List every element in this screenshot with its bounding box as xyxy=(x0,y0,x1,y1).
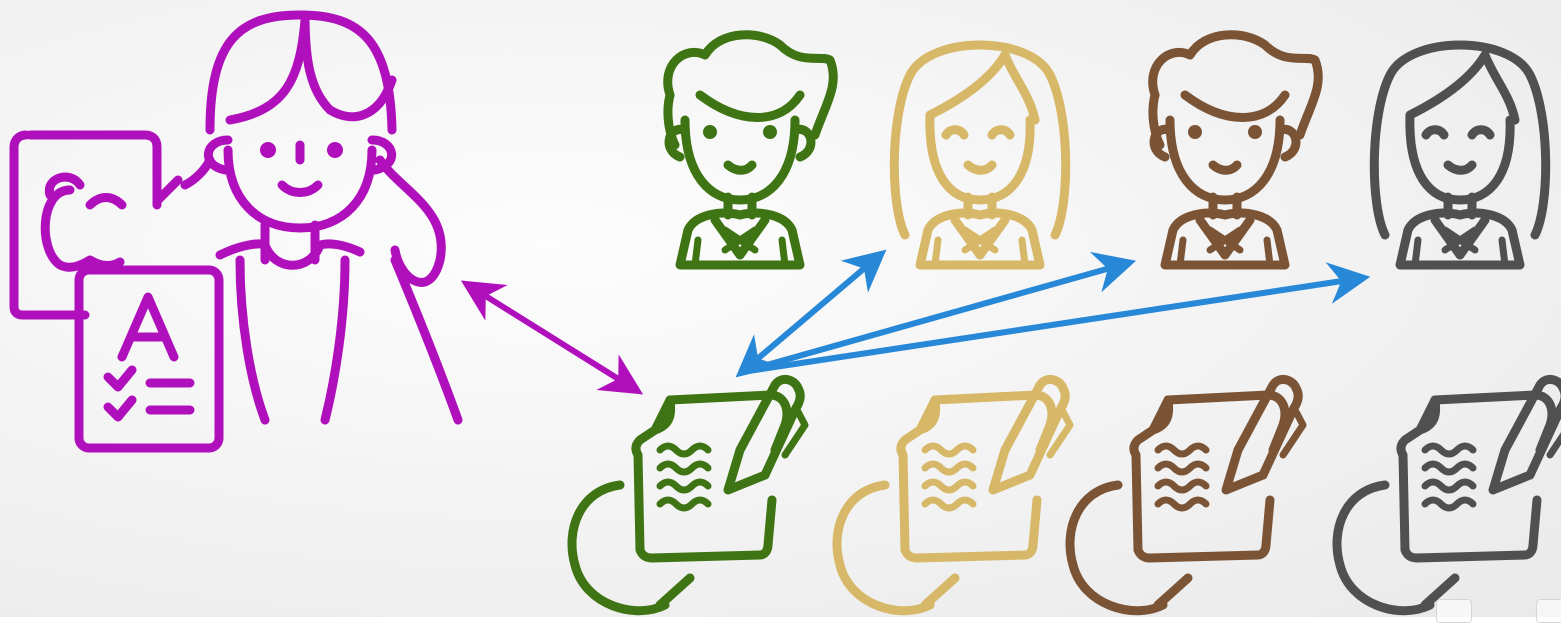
corner-control[interactable] xyxy=(1436,599,1472,623)
apple-icon xyxy=(45,177,122,267)
student-2-icon xyxy=(894,45,1065,265)
student-3-icon xyxy=(1153,35,1319,265)
document-1-icon xyxy=(572,379,805,617)
back-paper-icon xyxy=(14,135,157,315)
document-2-icon xyxy=(837,379,1070,617)
teacher-document-arrow xyxy=(468,285,636,390)
document-to-student-3-arrow xyxy=(742,263,1128,372)
grade-a-icon xyxy=(122,297,174,357)
document-3-icon xyxy=(1070,379,1303,617)
student-1-icon xyxy=(668,35,834,265)
student-4-icon xyxy=(1374,45,1545,265)
document-4-icon xyxy=(1337,379,1561,617)
teacher-icon xyxy=(14,15,458,448)
corner-control[interactable] xyxy=(1536,599,1561,623)
checklist-icon xyxy=(108,370,190,417)
